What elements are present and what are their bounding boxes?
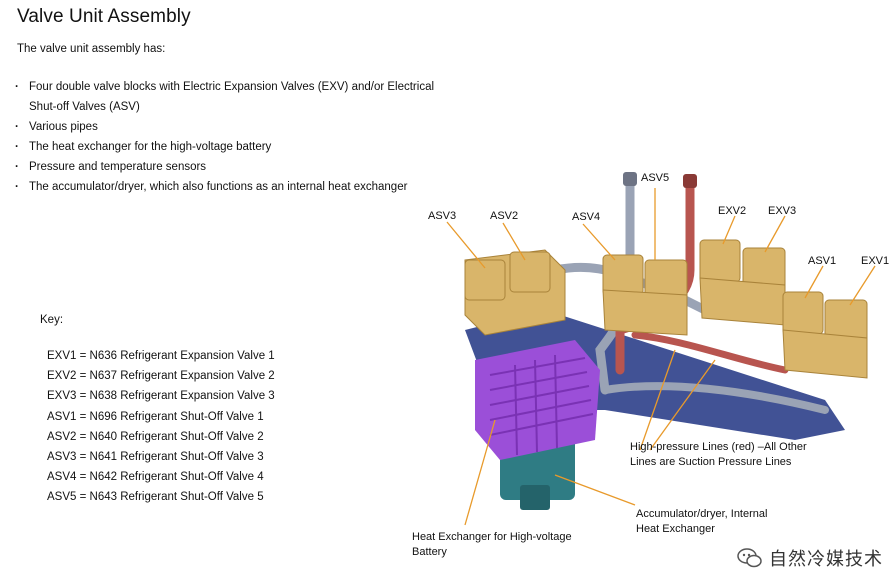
valve-block-asv4-asv5 [602,254,688,336]
key-item: ASV2 = N640 Refrigerant Shut-Off Valve 2 [47,430,264,443]
key-item: EXV2 = N637 Refrigerant Expansion Valve … [47,370,275,383]
valve-block-exv2-exv3 [699,239,786,326]
label-high-pressure-lines: High-pressure Lines (red) –All Other Lin… [630,441,807,468]
key-title: Key: [40,314,64,326]
label-heat-exchanger: Heat Exchanger for High-voltage Battery [412,531,572,558]
battery-heat-exchanger [475,340,600,460]
high-pressure-pipe [631,331,789,374]
list-item: Four double valve blocks with Electric E… [15,77,435,117]
list-item: The heat exchanger for the high-voltage … [15,137,435,157]
key-item: EXV3 = N638 Refrigerant Expansion Valve … [47,390,275,403]
label-asv2: ASV2 [490,210,519,222]
label-asv5: ASV5 [641,172,670,184]
label-accumulator: Accumulator/dryer, Internal Heat Exchang… [636,508,768,535]
key-item: ASV5 = N643 Refrigerant Shut-Off Valve 5 [47,491,264,504]
valve-unit-illustration [446,172,876,526]
key-list: EXV1 = N636 Refrigerant Expansion Valve … [47,346,275,508]
valve-block-asv3-asv2 [464,249,566,336]
key-item: ASV4 = N642 Refrigerant Shut-Off Valve 4 [47,471,264,484]
valve-block-asv1-exv1 [782,291,868,379]
key-item: ASV1 = N696 Refrigerant Shut-Off Valve 1 [47,410,264,423]
label-exv1: EXV1 [861,255,890,267]
list-item: The accumulator/dryer, which also functi… [15,177,435,197]
suction-pipe [601,382,829,414]
list-item: Various pipes [15,117,435,137]
label-exv3: EXV3 [768,205,797,217]
wechat-icon [737,548,762,568]
intro-text: The valve unit assembly has: [17,43,166,55]
key-item: EXV1 = N636 Refrigerant Expansion Valve … [47,350,275,362]
label-asv3: ASV3 [428,210,457,222]
key-item: ASV3 = N641 Refrigerant Shut-Off Valve 3 [47,451,264,464]
list-item: Pressure and temperature sensors [15,157,435,177]
watermark-text: 自然冷媒技术 [769,549,883,569]
label-asv1: ASV1 [808,255,837,267]
page-title: Valve Unit Assembly [17,6,191,27]
feature-list: Four double valve blocks with Electric E… [15,77,435,197]
watermark: 自然冷媒技术 [737,545,883,571]
label-asv4: ASV4 [572,211,601,223]
label-exv2: EXV2 [718,205,747,217]
